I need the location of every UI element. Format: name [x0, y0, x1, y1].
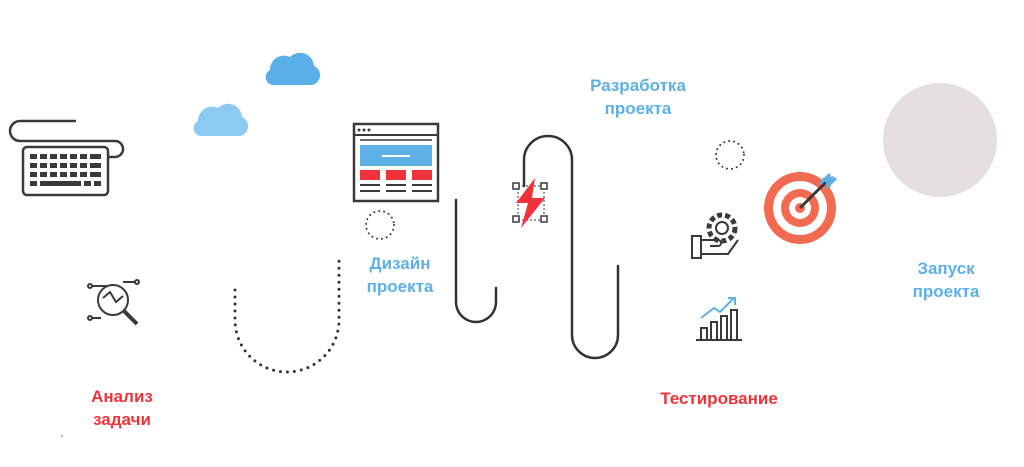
dotted-path [233, 254, 341, 374]
step-label-testing: Тестирование [634, 387, 804, 410]
step-label-development: Разработка проекта [576, 74, 700, 120]
cloud-icon [193, 103, 249, 136]
step-label-line: Запуск [917, 259, 975, 278]
target-icon [764, 172, 838, 244]
dotted-circle [715, 140, 745, 170]
step-label-line: проекта [604, 99, 672, 118]
launch-circle [883, 83, 997, 197]
gear-hand-icon [691, 212, 739, 259]
step-label-line: Разработка [590, 76, 686, 95]
step-label-line: задачи [93, 410, 151, 429]
keyboard-icon [8, 119, 125, 197]
step-label-line: проекта [366, 277, 434, 296]
step-label-line: Дизайн [369, 254, 431, 273]
curve-line [522, 134, 620, 360]
dot [61, 435, 63, 437]
step-label-analysis: Анализ задачи [72, 385, 172, 431]
step-label-design: Дизайн проекта [348, 252, 452, 298]
browser-window-icon [352, 122, 440, 203]
magnifier-analysis-icon [87, 279, 140, 326]
cloud-icon [265, 52, 321, 85]
step-label-launch: Запуск проекта [894, 257, 998, 303]
curve-line [454, 198, 498, 324]
step-label-line: Тестирование [660, 389, 778, 408]
step-label-line: проекта [912, 282, 980, 301]
dotted-circle [365, 210, 395, 240]
step-label-line: Анализ [91, 387, 153, 406]
lightning-icon [512, 178, 548, 228]
growth-chart-icon [696, 297, 742, 341]
